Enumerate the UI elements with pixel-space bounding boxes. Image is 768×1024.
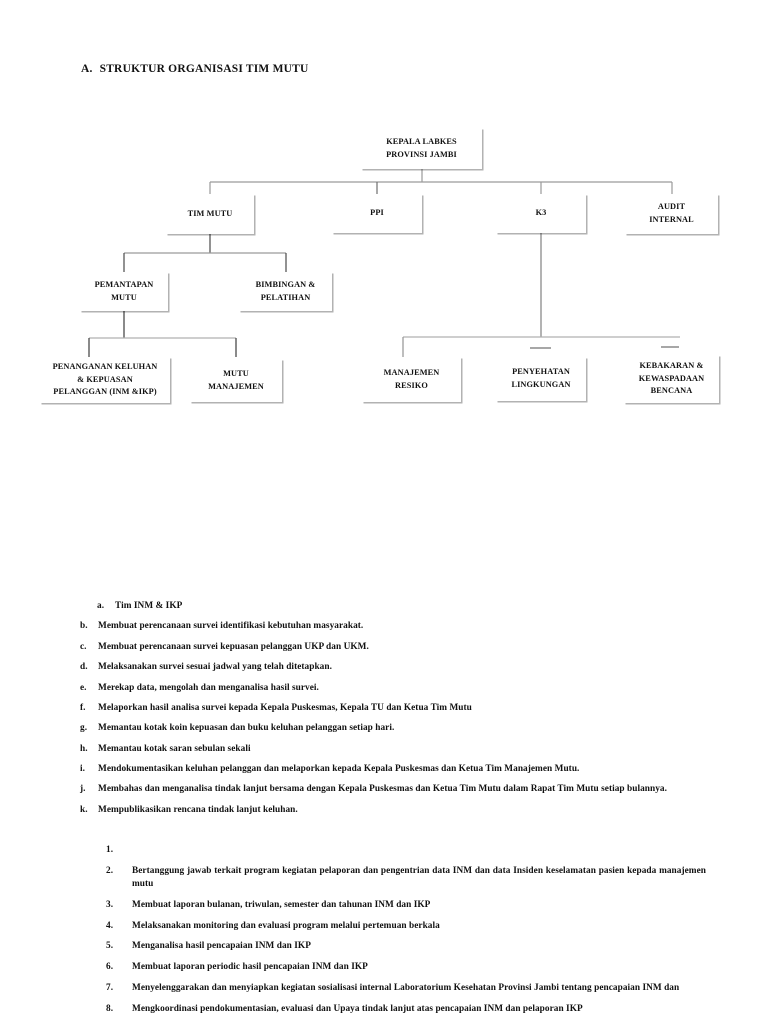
list-item: b. Membuat perencanaan survei identifikas… <box>80 620 702 633</box>
org-node-line: KEPALA LABKES <box>386 136 457 146</box>
list-item-marker: h. <box>80 743 88 754</box>
org-node-manajemen-resiko[interactable]: MANAJEMEN RESIKO <box>362 357 461 402</box>
list-item: 7. Menyelenggarakan dan menyiapkan kegiat… <box>106 982 706 995</box>
list-item-marker: e. <box>80 682 87 693</box>
list-item-marker: d. <box>80 662 88 673</box>
list-item-text: Membuat laporan periodic hasil pencapaia… <box>132 962 368 973</box>
org-chart: KEPALA LABKES PROVINSI JAMBI TIM MUTU PP… <box>0 0 768 430</box>
list-item: c. Membuat perencanaan survei kepuasan pe… <box>80 641 702 654</box>
list-item-text: Membuat laporan bulanan, triwulan, semes… <box>132 899 431 910</box>
list-item: 4. Melaksanakan monitoring dan evaluasi p… <box>106 920 706 933</box>
list-item-text: Membuat perencanaan survei kepuasan pela… <box>98 641 369 652</box>
org-node-penanganan-keluhan[interactable]: PENANGANAN KELUHAN & KEPUASAN PELANGGAN … <box>40 357 170 403</box>
list-item-marker: 4. <box>106 920 114 931</box>
org-node-line: BIMBINGAN & <box>255 279 316 289</box>
org-node-kebakaran-bencana[interactable]: KEBAKARAN & KEWASPADAAN BENCANA <box>624 355 719 403</box>
list-item-marker: i. <box>80 764 86 774</box>
list-item: 5. Menganalisa hasil pencapaian INM dan I… <box>106 940 706 953</box>
list-item-text: Melaksanakan monitoring dan evaluasi pro… <box>132 920 440 931</box>
org-node-line: PENYEHATAN <box>512 367 570 377</box>
list-item: a. Tim INM & IKP <box>80 600 702 613</box>
org-node-penyehatan-lingkungan[interactable]: PENYEHATAN LINGKUNGAN <box>496 357 586 401</box>
list-item-text: Melaporkan hasil analisa survei kepada K… <box>98 702 472 713</box>
org-node-line: BENCANA <box>650 386 693 396</box>
org-node-line: TIM MUTU <box>187 208 233 218</box>
list-item-text: Membuat perencanaan survei identifikasi … <box>98 621 364 632</box>
list-item-marker: 3. <box>106 899 114 910</box>
list-item-marker: g. <box>80 723 88 734</box>
list-item-marker: a. <box>97 601 105 611</box>
org-node-line: MANAJEMEN <box>383 367 440 377</box>
org-node-line: RESIKO <box>395 380 428 390</box>
org-node-mutu-manajemen[interactable]: MUTU MANAJEMEN <box>190 359 282 402</box>
org-node-line: PEMANTAPAN <box>94 279 154 289</box>
list-item-marker: 7. <box>106 982 114 993</box>
org-node-pemantapan-mutu[interactable]: PEMANTAPAN MUTU <box>80 272 168 311</box>
list-item-text: Menyelenggarakan dan menyiapkan kegiatan… <box>132 982 680 993</box>
list-item: g. Memantau kotak koin kepuasan dan buku … <box>80 722 702 735</box>
org-node-line: MANAJEMEN <box>208 381 264 391</box>
org-node-line: LINGKUNGAN <box>511 380 571 389</box>
org-node-line: PROVINSI JAMBI <box>386 149 457 159</box>
org-node-line: & KEPUASAN <box>77 374 133 384</box>
page-title: A. STRUKTUR ORGANISASI TIM MUTU <box>81 63 309 75</box>
list-item-text: Membahas dan menganalisa tindak lanjut b… <box>98 784 668 795</box>
org-node-line: PENANGANAN KELUHAN <box>52 361 158 371</box>
list-item-text: Menganalisa hasil pencapaian INM dan IKP <box>132 941 311 952</box>
list-item: h. Memantau kotak saran sebulan sekali <box>80 743 702 756</box>
list-item-text: Memantau kotak koin kepuasan dan buku ke… <box>98 723 395 734</box>
list-item: j. Membahas dan menganalisa tindak lanjut… <box>80 783 702 796</box>
list-item: 8. Mengkoordinasi pendokumentasian, evalu… <box>106 1003 706 1016</box>
list-item: 3. Membuat laporan bulanan, triwulan, sem… <box>106 899 706 912</box>
list-item: f. Melaporkan hasil analisa survei kepada… <box>80 702 702 715</box>
list-item-marker: c. <box>80 641 87 652</box>
list-item-marker: k. <box>80 804 88 815</box>
list-item-text: Mengkoordinasi pendokumentasian, evaluas… <box>132 1003 583 1014</box>
list-item: 6. Membuat laporan periodic hasil pencapa… <box>106 961 706 974</box>
org-node-audit-internal[interactable]: AUDIT INTERNAL <box>625 194 718 234</box>
list-item-marker: j. <box>80 784 86 795</box>
list-item: 1. <box>106 844 706 857</box>
list-item-marker: b. <box>80 621 88 632</box>
list-item-text: Mendokumentasikan keluhan pelanggan dan … <box>98 764 580 774</box>
org-node-line: KEWASPADAAN <box>638 373 705 383</box>
org-node-line: PELANGGAN (INM &IKP) <box>53 387 157 397</box>
list-item-text: Memantau kotak saran sebulan sekali <box>98 743 251 754</box>
list-item-text: Melaksanakan survei sesuai jadwal yang t… <box>98 662 332 673</box>
list-item-marker: 2. <box>106 865 114 876</box>
numbered-list: 1. 2. Bertanggung jawab terkait program ke… <box>106 844 706 1023</box>
page-title-marker: A. <box>81 63 93 75</box>
org-chart-connectors <box>88 169 680 357</box>
org-node-line: PPI <box>370 208 384 218</box>
list-item: 2. Bertanggung jawab terkait program kegi… <box>106 865 706 891</box>
org-node-kepala-labkes[interactable]: KEPALA LABKES PROVINSI JAMBI <box>361 128 482 169</box>
list-item: e. Merekap data, mengolah dan menganalisa… <box>80 682 702 695</box>
org-node-tim-mutu[interactable]: TIM MUTU <box>166 194 254 234</box>
list-item-marker: 8. <box>106 1003 114 1014</box>
list-item-marker: 5. <box>106 941 114 952</box>
list-item-text: Tim INM & IKP <box>115 601 183 611</box>
org-node-line: INTERNAL <box>649 215 694 224</box>
org-node-bimbingan-pelatihan[interactable]: BIMBINGAN & PELATIHAN <box>239 272 332 311</box>
list-item: k. Mempublikasikan rencana tindak lanjut … <box>80 804 702 817</box>
list-item: i. Mendokumentasikan keluhan pelanggan da… <box>80 763 702 776</box>
org-node-k3[interactable]: K3 <box>496 194 586 233</box>
list-item-marker: f. <box>80 702 86 713</box>
page-title-text: STRUKTUR ORGANISASI TIM MUTU <box>99 63 309 75</box>
list-item-text: Mempublikasikan rencana tindak lanjut ke… <box>98 804 298 815</box>
org-node-line: KEBAKARAN & <box>639 360 704 370</box>
list-item-text: Merekap data, mengolah dan menganalisa h… <box>98 682 319 693</box>
list-item-text: Bertanggung jawab terkait program kegiat… <box>132 865 706 889</box>
org-node-line: MUTU <box>111 292 137 302</box>
org-node-line: MUTU <box>223 368 249 378</box>
org-node-ppi[interactable]: PPI <box>332 194 422 233</box>
org-node-line: AUDIT <box>657 202 686 212</box>
list-item-marker: 6. <box>106 962 114 973</box>
org-node-line: K3 <box>535 208 547 218</box>
list-item: d. Melaksanakan survei sesuai jadwal yang… <box>80 661 702 674</box>
alpha-list: a. Tim INM & IKP b. Membuat perencanaan sur… <box>80 600 702 824</box>
org-node-line: PELATIHAN <box>260 292 311 302</box>
list-item-marker: 1. <box>106 845 114 855</box>
